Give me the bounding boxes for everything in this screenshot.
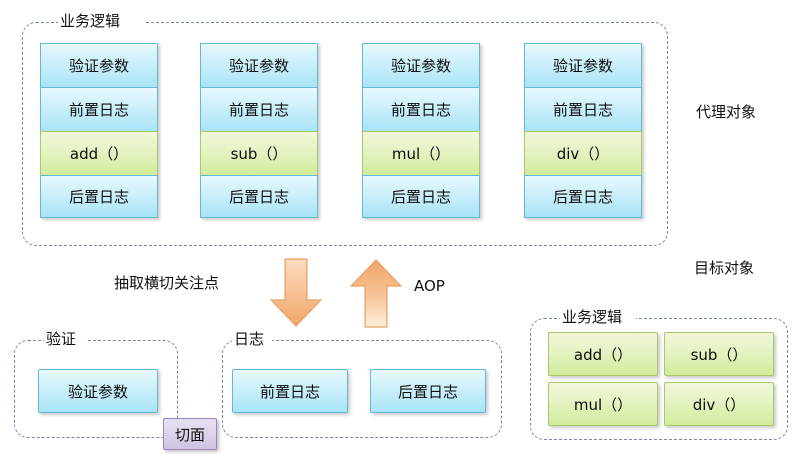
log-group-label-notch	[232, 338, 272, 342]
proxy-cell-after-log: 后置日志	[200, 175, 318, 218]
target-object-label: 目标对象	[694, 259, 755, 277]
extract-crosscutting-concern-label: 抽取横切关注点	[114, 274, 220, 292]
aspect-chip: 切面	[163, 418, 217, 450]
proxy-cell-before-log: 前置日志	[524, 87, 642, 132]
proxy-cell-before-log: 前置日志	[362, 87, 480, 132]
target-group-label-notch	[560, 316, 636, 320]
log-group-label: 日志	[234, 330, 265, 348]
log-aspect-container	[222, 340, 502, 438]
proxy-cell-method-mul: mul（）	[362, 131, 480, 176]
proxy-column-div: 验证参数 前置日志 div（） 后置日志	[524, 43, 642, 218]
proxy-column-add: 验证参数 前置日志 add（） 后置日志	[40, 43, 158, 218]
proxy-cell-before-log: 前置日志	[200, 87, 318, 132]
target-business-logic-label: 业务逻辑	[562, 308, 623, 326]
down-arrow-icon	[268, 258, 324, 328]
proxy-column-sub: 验证参数 前置日志 sub（） 后置日志	[200, 43, 318, 218]
before-log-box: 前置日志	[232, 369, 348, 413]
target-method-mul: mul（）	[548, 382, 658, 426]
validate-group-label: 验证	[46, 330, 77, 348]
proxy-cell-method-div: div（）	[524, 131, 642, 176]
target-method-div: div（）	[664, 382, 774, 426]
validate-aspect-container	[14, 340, 178, 438]
proxy-cell-before-log: 前置日志	[40, 87, 158, 132]
up-arrow-icon	[348, 258, 404, 328]
proxy-cell-method-add: add（）	[40, 131, 158, 176]
target-method-sub: sub（）	[664, 332, 774, 376]
validate-params-box: 验证参数	[38, 369, 158, 413]
target-business-logic-container	[530, 318, 788, 440]
proxy-cell-method-sub: sub（）	[200, 131, 318, 176]
proxy-cell-validate-params: 验证参数	[524, 43, 642, 88]
proxy-cell-after-log: 后置日志	[362, 175, 480, 218]
proxy-column-mul: 验证参数 前置日志 mul（） 后置日志	[362, 43, 480, 218]
proxy-business-logic-label: 业务逻辑	[60, 12, 121, 30]
validate-group-label-notch	[44, 338, 86, 342]
proxy-business-logic-container	[22, 22, 668, 246]
proxy-group-label-notch	[58, 20, 146, 24]
proxy-cell-validate-params: 验证参数	[40, 43, 158, 88]
proxy-cell-validate-params: 验证参数	[200, 43, 318, 88]
proxy-cell-validate-params: 验证参数	[362, 43, 480, 88]
proxy-cell-after-log: 后置日志	[524, 175, 642, 218]
target-method-add: add（）	[548, 332, 658, 376]
after-log-box: 后置日志	[370, 369, 486, 413]
proxy-cell-after-log: 后置日志	[40, 175, 158, 218]
proxy-object-label: 代理对象	[696, 103, 757, 121]
aop-label: AOP	[414, 277, 445, 295]
